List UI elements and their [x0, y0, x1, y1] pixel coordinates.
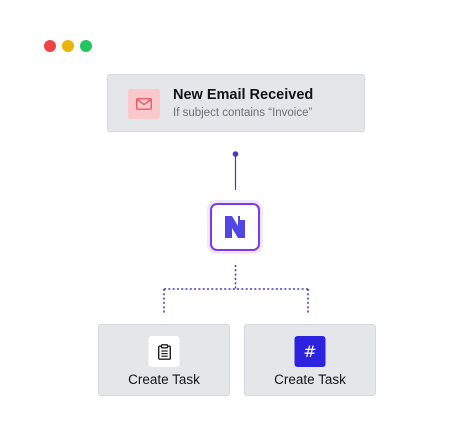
action-label: Create Task: [128, 372, 200, 387]
maximize-window-button[interactable]: [80, 40, 92, 52]
window-controls: [44, 40, 92, 52]
trigger-title: New Email Received: [173, 87, 314, 103]
hash-glyph: #: [303, 342, 317, 361]
clipboard-icon: [148, 336, 180, 367]
trigger-subtitle: If subject contains “Invoice”: [173, 107, 313, 119]
action-card-create-task-1[interactable]: Create Task: [98, 324, 230, 396]
action-label: Create Task: [274, 372, 346, 387]
trigger-card[interactable]: New Email Received If subject contains “…: [107, 74, 365, 132]
mail-icon: [128, 89, 160, 119]
close-window-button[interactable]: [44, 40, 56, 52]
hash-icon: #: [294, 336, 326, 367]
app-node[interactable]: [210, 203, 260, 251]
minimize-window-button[interactable]: [62, 40, 74, 52]
action-card-create-task-2[interactable]: # Create Task: [244, 324, 376, 396]
n-logo-icon: [225, 216, 245, 238]
